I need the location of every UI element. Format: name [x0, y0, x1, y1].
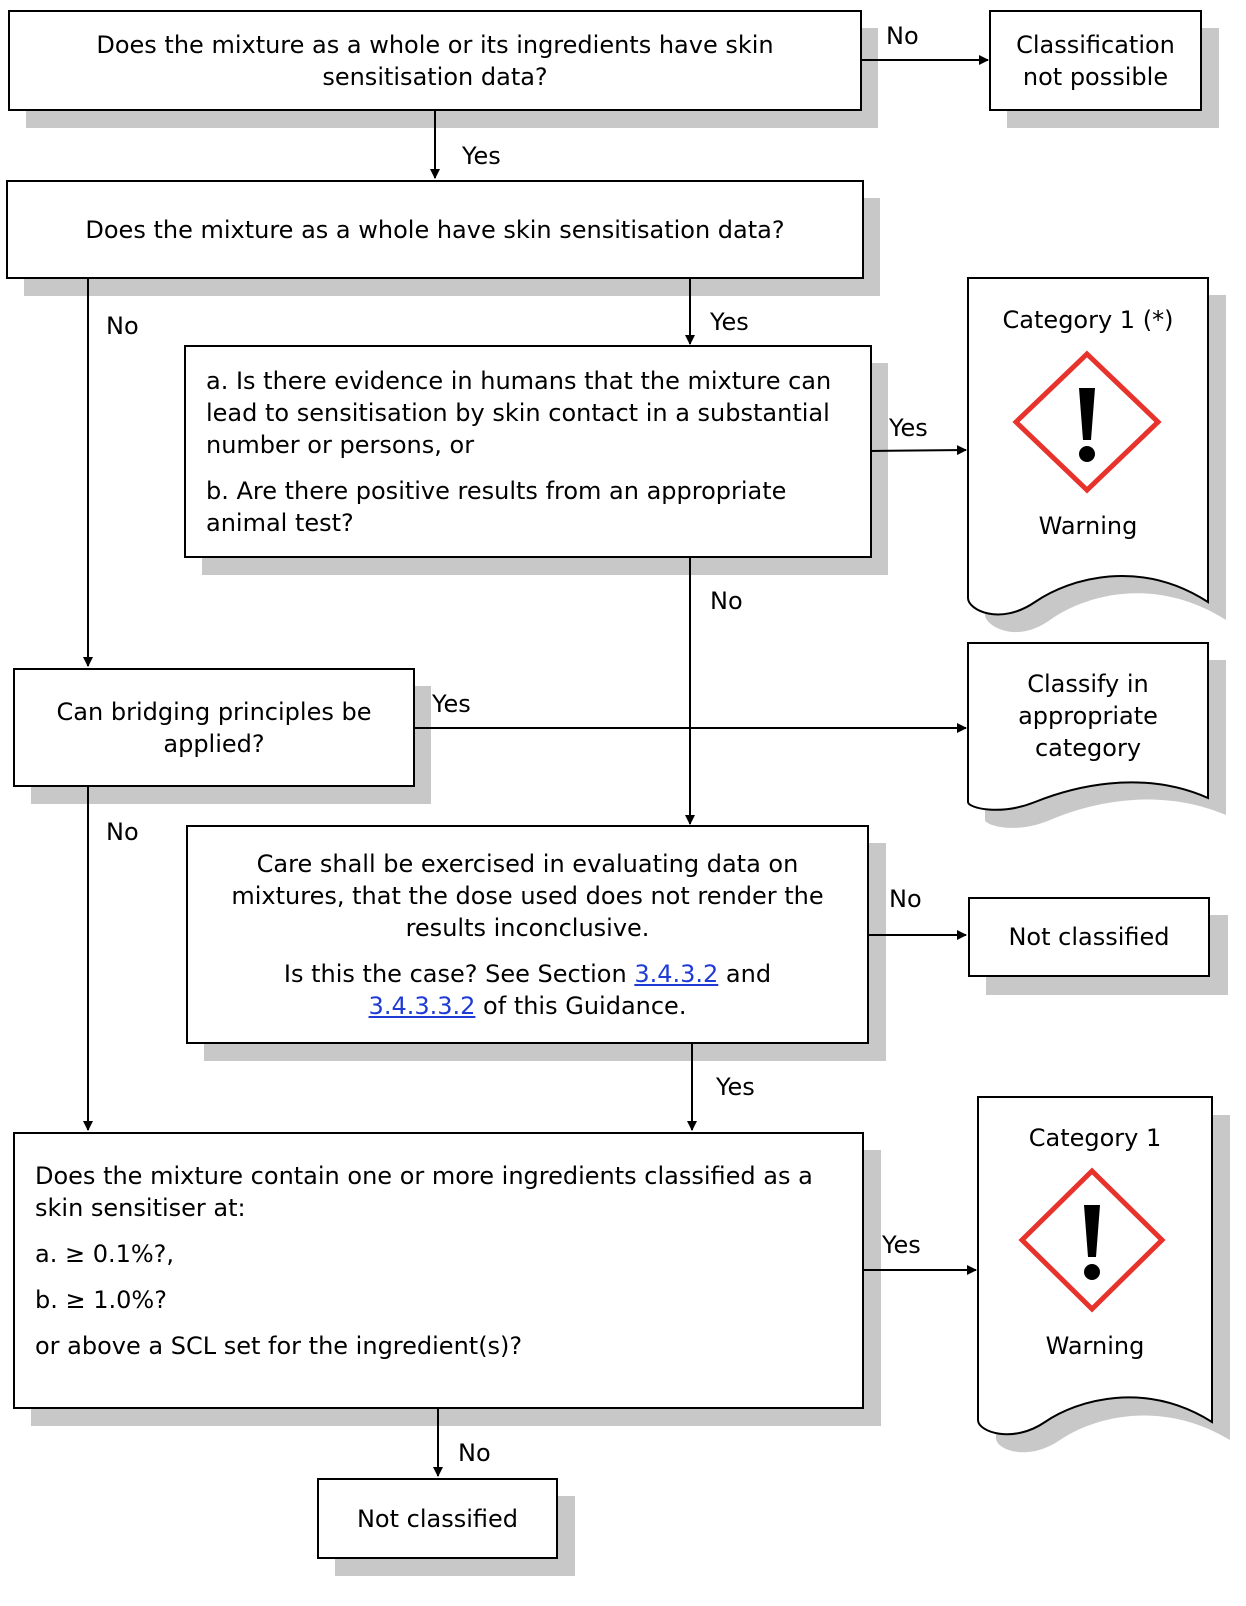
q3-box: a. Is there evidence in humans that the … [184, 345, 872, 558]
result-not-possible-line2: not possible [1022, 62, 1169, 91]
section-link-3-4-3-2[interactable]: 3.4.3.2 [634, 959, 719, 988]
q4-box: Can bridging principles be applied? [13, 668, 415, 787]
q5-para1: Care shall be exercised in evaluating da… [231, 849, 824, 942]
q5-para2-suffix: of this Guidance. [475, 991, 687, 1020]
q2-box: Does the mixture as a whole have skin se… [6, 180, 864, 279]
label-q6-yes: Yes [882, 1231, 921, 1259]
q3-part-a: a. Is there evidence in humans that the … [206, 366, 832, 459]
label-q3-no: No [710, 587, 743, 615]
label-q4-yes: Yes [432, 690, 471, 718]
classify-line3: category [1034, 734, 1142, 762]
label-q4-no: No [106, 818, 139, 846]
classify-line2: appropriate [1018, 702, 1158, 730]
q6-outro: or above a SCL set for the ingredient(s)… [35, 1331, 523, 1360]
label-q5-no: No [889, 885, 922, 913]
q6-intro: Does the mixture contain one or more ing… [35, 1161, 813, 1222]
result-not-possible-box: Classification not possible [989, 10, 1202, 111]
cat1-star-signal: Warning [1038, 512, 1138, 540]
result-not-possible-line1: Classification [1016, 30, 1175, 59]
exclamation-pictogram-icon-1 [1012, 350, 1162, 494]
q6-box: Does the mixture contain one or more ing… [13, 1132, 864, 1409]
result-not-classified-2-text: Not classified [356, 1504, 519, 1533]
label-q6-no: No [458, 1439, 491, 1467]
doc-classify [967, 642, 1209, 811]
cat1-signal: Warning [1045, 1332, 1145, 1360]
result-not-classified-2-box: Not classified [317, 1478, 558, 1559]
cat1-star-title: Category 1 (*) [1002, 306, 1174, 334]
label-q2-yes: Yes [710, 308, 749, 336]
q5-para2-prefix: Is this the case? See Section [283, 959, 635, 988]
q6-item-b: b. ≥ 1.0%? [35, 1285, 167, 1314]
q4-text: Can bridging principles be applied? [56, 697, 372, 758]
classify-line1: Classify in [1027, 670, 1149, 698]
label-q2-no: No [106, 312, 139, 340]
result-not-classified-1-text: Not classified [1008, 923, 1170, 951]
label-q5-yes: Yes [716, 1073, 755, 1101]
arrow-q3-yes [869, 445, 967, 456]
result-not-classified-1-box: Not classified [968, 897, 1210, 977]
q5-box: Care shall be exercised in evaluating da… [186, 825, 869, 1044]
q1-box: Does the mixture as a whole or its ingre… [8, 10, 862, 111]
label-q1-yes: Yes [462, 142, 501, 170]
classify-text: Classify in appropriate category [968, 668, 1208, 764]
q3-part-b: b. Are there positive results from an ap… [206, 476, 787, 537]
exclamation-pictogram-icon-2 [1018, 1167, 1166, 1313]
q1-text: Does the mixture as a whole or its ingre… [96, 30, 774, 91]
q5-para2: Is this the case? See Section 3.4.3.2 an… [218, 958, 838, 1022]
q5-para2-mid: and [718, 959, 772, 988]
q2-text: Does the mixture as a whole have skin se… [85, 215, 785, 244]
label-q3-yes: Yes [889, 414, 928, 442]
label-q1-no: No [886, 22, 919, 50]
q6-item-a: a. ≥ 0.1%?, [35, 1239, 175, 1268]
cat1-title: Category 1 [1028, 1124, 1162, 1152]
section-link-3-4-3-3-2[interactable]: 3.4.3.3.2 [368, 991, 476, 1020]
